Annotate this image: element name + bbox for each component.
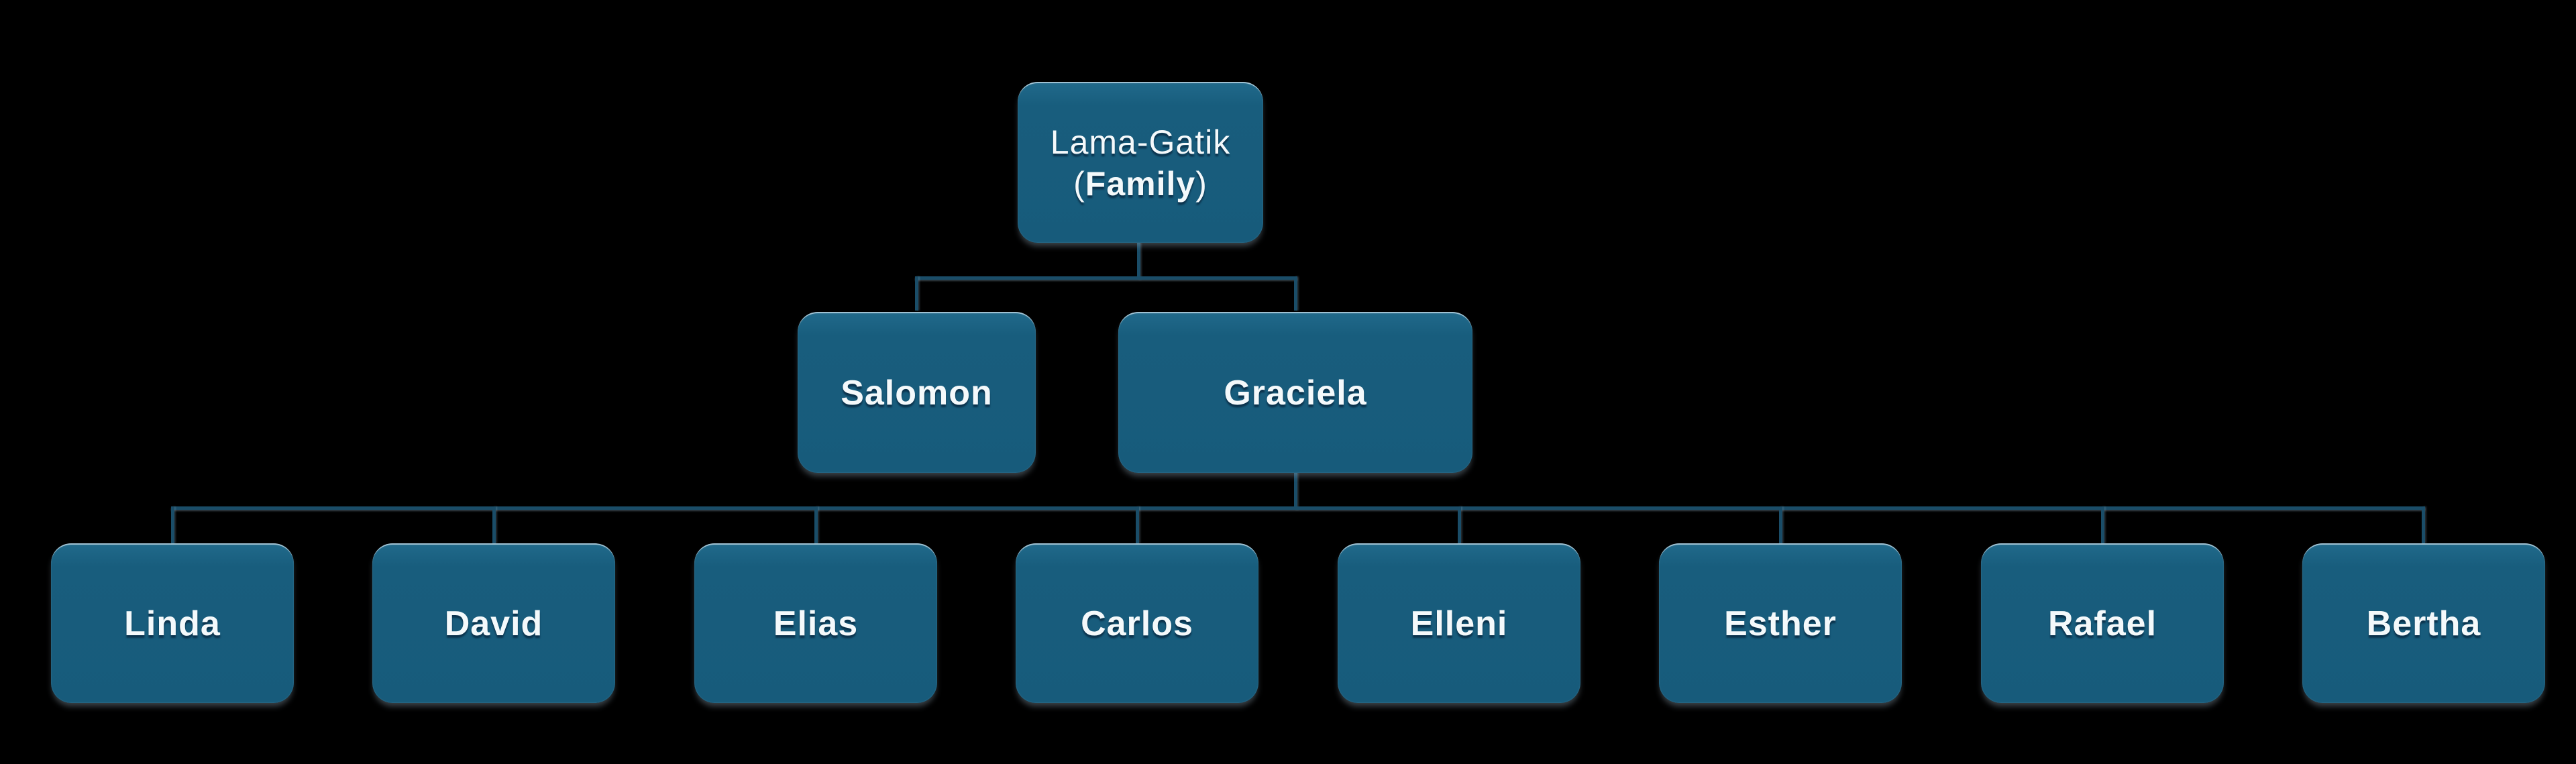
connector-drop-linda — [171, 506, 174, 543]
child-name: Rafael — [2047, 604, 2157, 643]
root-node-lama-gatik: Lama-Gatik (Family) — [1018, 82, 1263, 243]
connector-graciela-stem — [1294, 473, 1297, 510]
child-name: Elleni — [1410, 604, 1508, 643]
child-node-esther: Esther — [1659, 543, 1902, 703]
connector-drop-rafael — [2101, 506, 2104, 543]
child-name: Esther — [1724, 604, 1837, 643]
child-node-elias: Elias — [694, 543, 937, 703]
child-node-rafael: Rafael — [1981, 543, 2224, 703]
connector-drop-bertha — [2422, 506, 2425, 543]
child-name: Bertha — [2366, 604, 2481, 643]
parent-name: Graciela — [1224, 374, 1367, 413]
connector-drop-elleni — [1458, 506, 1461, 543]
child-node-david: David — [372, 543, 615, 703]
child-name: Carlos — [1081, 604, 1193, 643]
root-node-label: Lama-Gatik (Family) — [1051, 121, 1230, 205]
root-node-title: Lama-Gatik — [1050, 123, 1231, 161]
parent-name: Salomon — [841, 374, 993, 413]
child-name: Linda — [124, 604, 221, 643]
connector-drop-esther — [1779, 506, 1782, 543]
child-node-elleni: Elleni — [1338, 543, 1580, 703]
child-name: Elias — [773, 604, 859, 643]
connector-drop-elias — [814, 506, 818, 543]
parent-node-salomon: Salomon — [798, 312, 1036, 473]
child-name: David — [444, 604, 543, 643]
child-node-bertha: Bertha — [2302, 543, 2545, 703]
child-node-linda: Linda — [51, 543, 294, 703]
root-node-subtitle: (Family) — [1073, 165, 1208, 203]
connector-drop-carlos — [1136, 506, 1139, 543]
connector-children-crossbar — [171, 506, 2425, 510]
parent-node-graciela: Graciela — [1118, 312, 1472, 473]
connector-drop-salomon — [915, 276, 918, 311]
child-node-carlos: Carlos — [1016, 543, 1258, 703]
connector-root-stem — [1137, 243, 1140, 280]
connector-drop-david — [492, 506, 496, 543]
connector-parents-crossbar — [915, 276, 1297, 280]
connector-drop-graciela — [1294, 276, 1297, 311]
